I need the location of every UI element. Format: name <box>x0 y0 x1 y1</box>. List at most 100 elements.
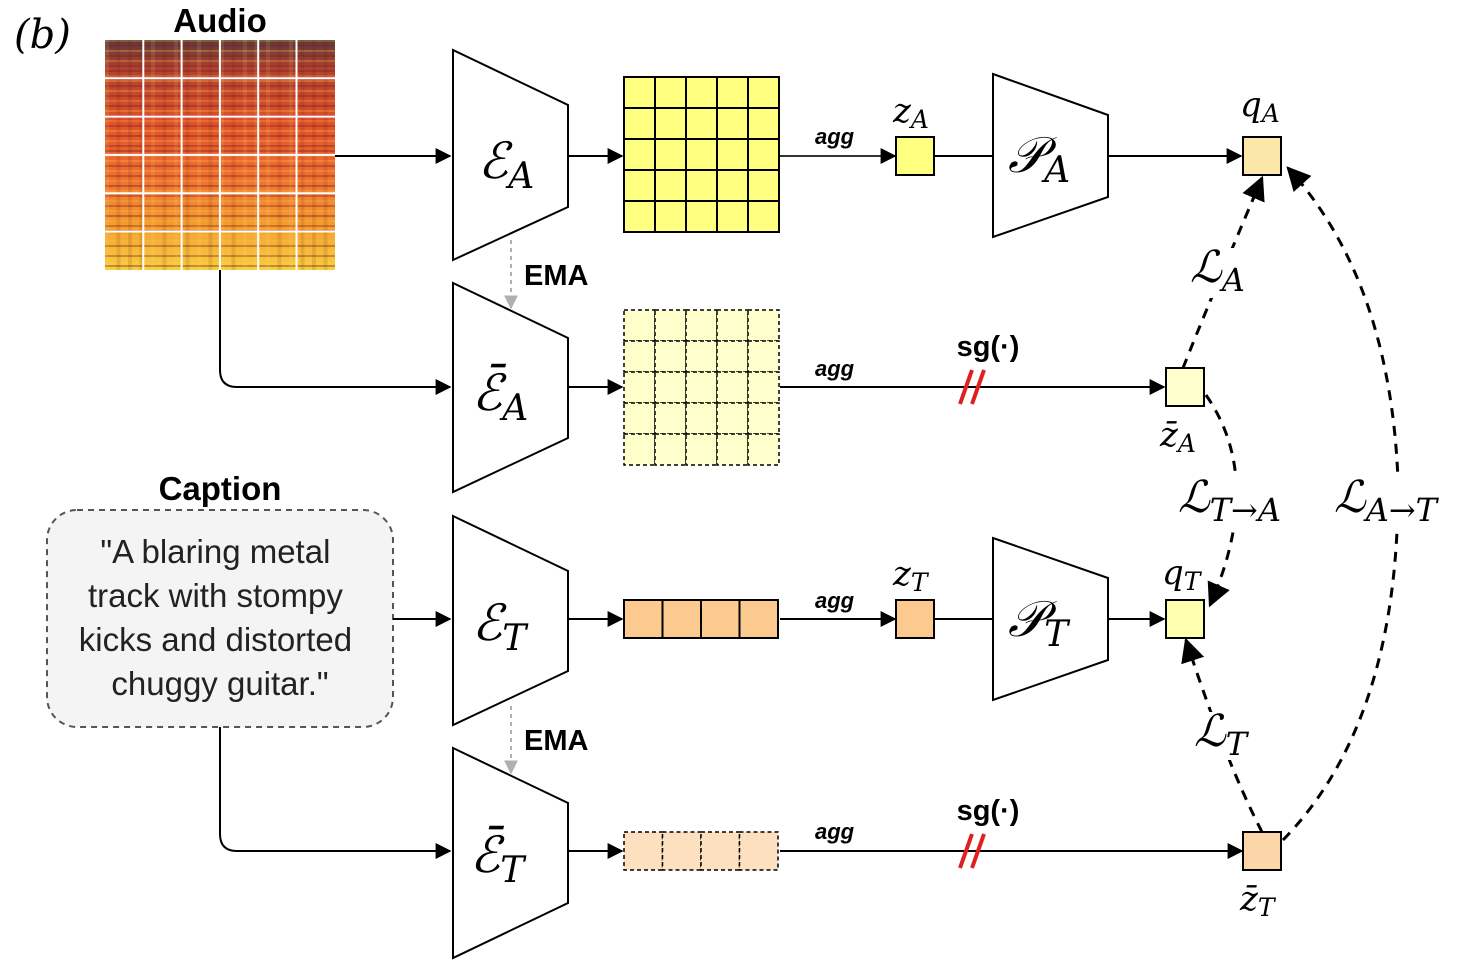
text-predictor <box>992 536 1109 702</box>
audio-token <box>685 107 718 140</box>
audio-ema-encoder-label: ℰ̄A <box>472 363 528 429</box>
audio-ema-token <box>654 371 687 404</box>
audio-ema-token <box>685 402 718 435</box>
audio-token <box>747 76 780 109</box>
audio-token <box>623 76 656 109</box>
audio-token <box>716 107 749 140</box>
audio-predictor <box>992 72 1109 239</box>
audio-ema-token <box>716 371 749 404</box>
q-a-label: qA <box>1240 85 1280 128</box>
text-ema-token <box>700 831 741 871</box>
q-t-box <box>1165 599 1205 639</box>
text-ema-token-row <box>623 831 779 871</box>
audio-ema-token <box>654 402 687 435</box>
caption-title: Caption <box>159 470 282 507</box>
audio-encoder-label: ℰA <box>478 132 534 197</box>
loss-t-label: ℒT <box>1194 706 1250 763</box>
arrow-audio-to-ema-encoder <box>219 270 452 395</box>
audio-ema-token <box>747 433 780 466</box>
audio-ema-token <box>685 433 718 466</box>
stop-gradient-mark-audio <box>958 369 986 405</box>
audio-token <box>623 169 656 202</box>
audio-token <box>654 200 687 233</box>
audio-token <box>654 76 687 109</box>
z-t-label: zT <box>892 554 930 597</box>
audio-ema-encoder <box>452 281 569 494</box>
loss-a-to-t-label: ℒA→T <box>1334 472 1440 529</box>
text-ema-token <box>738 831 779 871</box>
audio-token <box>654 107 687 140</box>
audio-token <box>716 200 749 233</box>
audio-ema-token <box>747 402 780 435</box>
z-t-box <box>895 599 935 639</box>
agg-label-text-ema: agg <box>815 819 855 844</box>
loss-a-label: ℒA <box>1190 242 1245 299</box>
agg-label-audio-ema: agg <box>815 356 855 381</box>
audio-ema-token <box>623 402 656 435</box>
audio-encoder <box>452 48 569 262</box>
loss-t-to-a-label: ℒT→A <box>1178 472 1281 529</box>
audio-token <box>747 169 780 202</box>
audio-ema-token <box>623 309 656 342</box>
audio-ema-token <box>685 309 718 342</box>
text-token-row <box>623 599 779 639</box>
agg-label-audio: agg <box>815 124 855 149</box>
audio-ema-token <box>716 340 749 373</box>
audio-token <box>623 107 656 140</box>
audio-ema-token <box>623 433 656 466</box>
audio-ema-token <box>685 340 718 373</box>
stop-gradient-mark-text <box>958 833 986 869</box>
zbar-t-label: z̄T <box>1239 879 1277 922</box>
audio-token <box>685 76 718 109</box>
z-a-label: zA <box>892 91 929 134</box>
audio-ema-token <box>716 402 749 435</box>
caption-text: "A blaring metal track with stompy kicks… <box>79 533 361 702</box>
audio-ema-token <box>716 309 749 342</box>
panel-label: (b) <box>14 12 71 58</box>
q-t-label: qT <box>1162 553 1203 596</box>
audio-token <box>747 200 780 233</box>
agg-label-text: agg <box>815 588 855 613</box>
audio-token <box>654 138 687 171</box>
stop-gradient-label-text: sg(·) <box>957 795 1020 827</box>
zbar-t-box <box>1242 831 1282 871</box>
audio-ema-token-grid <box>623 309 780 466</box>
audio-token-grid <box>623 76 780 233</box>
ema-label-audio: EMA <box>524 260 589 292</box>
audio-ema-token <box>716 433 749 466</box>
audio-title: Audio <box>173 2 266 39</box>
audio-token <box>747 107 780 140</box>
audio-ema-token <box>747 309 780 342</box>
text-ema-encoder <box>452 746 569 960</box>
stop-gradient-label-audio: sg(·) <box>957 331 1020 363</box>
text-token <box>738 599 779 639</box>
audio-token <box>623 200 656 233</box>
zbar-a-box <box>1165 367 1205 407</box>
audio-ema-token <box>747 371 780 404</box>
q-a-box <box>1242 136 1282 176</box>
audio-ema-token <box>623 340 656 373</box>
text-encoder <box>452 514 569 727</box>
text-encoder-label: ℰT <box>472 594 529 659</box>
audio-ema-token <box>685 371 718 404</box>
arrow-caption-to-ema-encoder <box>219 727 452 859</box>
text-ema-token <box>661 831 702 871</box>
audio-token <box>623 138 656 171</box>
audio-token <box>716 169 749 202</box>
z-a-box <box>895 136 935 176</box>
text-token <box>623 599 664 639</box>
audio-token <box>716 138 749 171</box>
audio-ema-token <box>747 340 780 373</box>
text-token <box>661 599 702 639</box>
audio-spectrogram <box>105 40 335 270</box>
text-predictor-label: 𝒫T <box>1008 590 1071 655</box>
audio-token <box>654 169 687 202</box>
audio-ema-token <box>623 371 656 404</box>
audio-predictor-label: 𝒫A <box>1008 126 1070 191</box>
audio-token <box>685 200 718 233</box>
audio-ema-token <box>654 433 687 466</box>
audio-token <box>685 169 718 202</box>
audio-ema-token <box>654 340 687 373</box>
audio-token <box>747 138 780 171</box>
